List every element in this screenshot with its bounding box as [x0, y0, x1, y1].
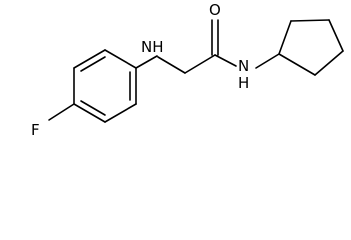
amine-nh-label: NH [141, 38, 164, 56]
carbonyl-oxygen-label: O [209, 1, 221, 19]
cyclopentane-ring [278, 19, 344, 76]
molecule-diagram: F NH O N H [31, 1, 344, 139]
carbon-fluorine-bond [48, 103, 75, 121]
aryl-nitrogen-bond [135, 55, 158, 69]
ring-bond-5 [73, 103, 106, 123]
fluorophenyl-ring [73, 49, 137, 123]
amide-hydrogen-label: H [238, 74, 249, 92]
methylene-carbonyl-bond [184, 54, 216, 74]
fluorine-label: F [31, 121, 40, 139]
cyclopentane-bond-5 [278, 53, 316, 76]
ring-double-bond-1 [80, 56, 106, 72]
cyclopentane-bond-2 [290, 19, 330, 22]
structure-canvas: F NH O N H [31, 1, 344, 139]
cyclopentane-bond-1 [278, 20, 292, 55]
cyclopentane-bond-3 [328, 19, 344, 52]
ring-double-bond-3 [80, 100, 106, 116]
carbonyl-amide-bond [214, 54, 237, 67]
ring-bond-1 [73, 49, 106, 69]
nitrogen-methylene-bond [157, 56, 186, 74]
amide-nitrogen-label: N [238, 57, 249, 75]
cyclopentane-bond-4 [314, 50, 344, 76]
amide-cyclopentyl-bond [255, 53, 280, 69]
ring-bond-2 [104, 49, 137, 69]
ring-bond-4 [104, 103, 137, 123]
